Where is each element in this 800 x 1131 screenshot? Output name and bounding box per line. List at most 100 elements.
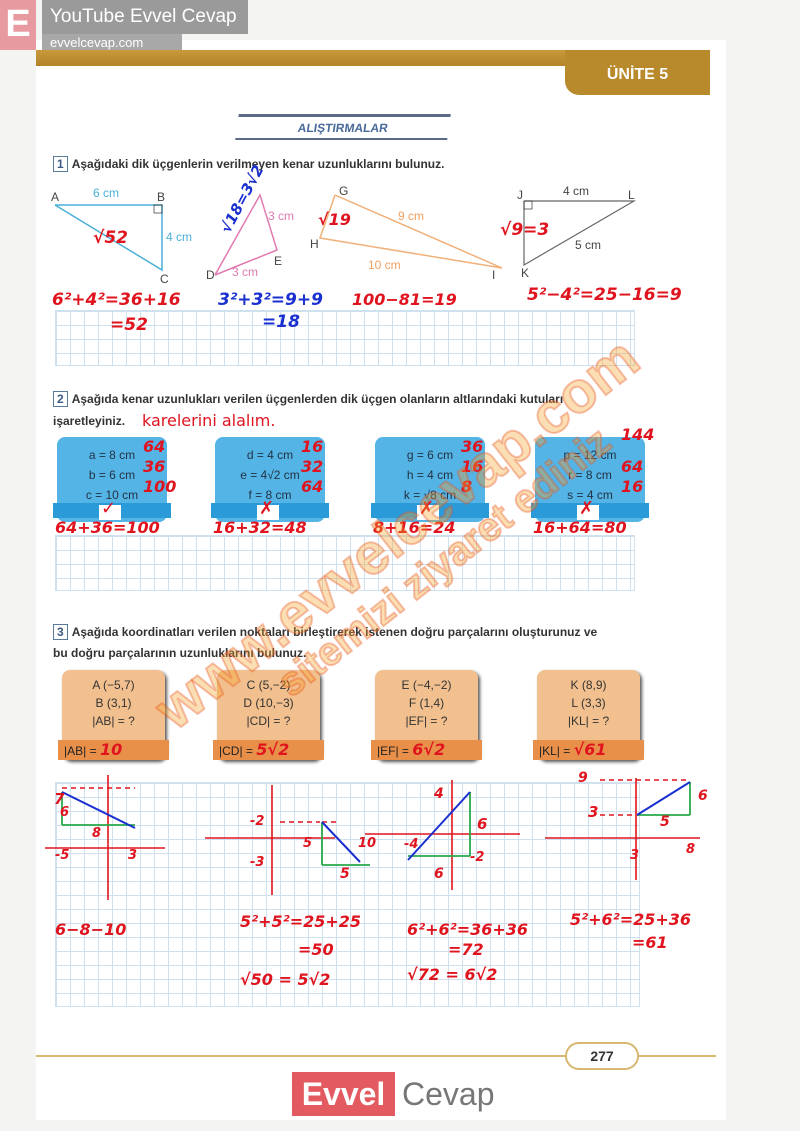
- coordinate-line: B (3,1): [95, 696, 132, 710]
- handwritten-work: 16+64=80: [533, 518, 627, 537]
- checkbox[interactable]: [577, 505, 599, 520]
- axis-label: 3: [588, 803, 599, 821]
- handwritten-answer: √61: [573, 740, 607, 759]
- handwritten-work: =61: [632, 933, 668, 952]
- axis-label: -2: [250, 814, 265, 829]
- triangle-ghi: [318, 194, 503, 269]
- side-hi: 10 cm: [368, 258, 401, 272]
- question-text: Aşağıda koordinatları verilen noktaları …: [71, 625, 598, 639]
- handwritten-work: 6−8−10: [55, 920, 127, 939]
- handwritten-work: 5²+6²=25+36: [570, 910, 692, 929]
- coordinate-line: D (10,−3): [243, 696, 294, 710]
- coordinate-line: C (5,−2): [246, 678, 291, 692]
- question-text-cont: bu doğru parçalarının uzunluklarını bulu…: [53, 646, 307, 660]
- answer-label: |CD| =: [219, 744, 253, 758]
- answer-field[interactable]: |KL| = √61: [533, 740, 644, 760]
- handwritten-work: =72: [448, 940, 484, 959]
- handwritten-answer: √9=3: [500, 220, 550, 240]
- handwritten-answer: √19: [318, 210, 351, 229]
- vertex-b: B: [157, 190, 166, 204]
- side-length: h = 4 cm: [406, 468, 454, 482]
- coordinate-line: |CD| = ?: [246, 714, 291, 728]
- coordinates-box: A (−5,7)B (3,1)|AB| = ?|AB| = 10: [58, 670, 169, 760]
- side-length: k = √8 cm: [403, 488, 457, 502]
- vertex-a: A: [51, 190, 60, 204]
- answer-field[interactable]: |AB| = 10: [58, 740, 169, 760]
- answer-grid: [55, 310, 635, 366]
- logo-letter: E: [0, 0, 36, 50]
- handwritten-work: 16+32=48: [213, 518, 307, 537]
- checkbox[interactable]: [417, 505, 439, 520]
- coordinates-box: E (−4,−2)F (1,4)|EF| = ?|EF| = 6√2: [371, 670, 482, 760]
- axis-label: 8: [92, 826, 102, 841]
- side-length: f = 8 cm: [248, 488, 292, 502]
- triangle-jkl: [523, 200, 637, 267]
- answer-label: |EF| =: [377, 744, 409, 758]
- question-number: 2: [53, 391, 68, 407]
- handwritten-square: 8: [461, 477, 473, 496]
- axis-label: 5: [303, 836, 313, 851]
- axis-label: 5: [660, 814, 670, 830]
- axis-label: -5: [55, 848, 70, 863]
- side-length: c = 10 cm: [85, 488, 139, 502]
- answer-label: |KL| =: [539, 744, 571, 758]
- question-number: 1: [53, 156, 68, 172]
- side-kl: 5 cm: [575, 238, 602, 252]
- coordinate-grid: [55, 782, 640, 1007]
- vertex-k: K: [521, 266, 530, 280]
- axis-label: 6: [477, 815, 488, 833]
- page-number: 277: [565, 1042, 639, 1070]
- side-ef: 3 cm: [268, 209, 295, 223]
- triangles-figure: [54, 193, 503, 276]
- answer-field[interactable]: |CD| = 5√2: [213, 740, 324, 760]
- side-length: e = 4√2 cm: [240, 468, 300, 482]
- checkbox[interactable]: [99, 505, 121, 520]
- axis-label: 9: [578, 770, 588, 786]
- handwritten-work: 3²+3²=9+9: [218, 290, 323, 310]
- handwritten-work: =52: [110, 315, 148, 335]
- side-jl: 4 cm: [563, 184, 590, 198]
- section-title: ALIŞTIRMALAR: [235, 114, 451, 140]
- handwritten-answer: 6√2: [412, 740, 446, 759]
- side-length: b = 6 cm: [88, 468, 136, 482]
- check-mark: ✗: [419, 498, 435, 519]
- handwritten-work: 5²+5²=25+25: [240, 912, 362, 931]
- header-band: [36, 50, 710, 66]
- triangle-abc: [54, 204, 163, 272]
- coordinate-line: |AB| = ?: [92, 714, 135, 728]
- unit-tab: ÜNİTE 5: [565, 50, 710, 95]
- axis-label: -2: [470, 850, 485, 865]
- coordinates-box: C (5,−2) D (10,−3) |CD| = ? |CD| = 5√2: [213, 670, 324, 760]
- coordinate-line: |KL| = ?: [567, 714, 610, 728]
- handwritten-square: 16: [301, 437, 324, 456]
- question-number: 3: [53, 624, 68, 640]
- coordinate-line: E (−4,−2): [401, 678, 452, 692]
- handwritten-square: 64: [621, 457, 644, 476]
- axis-label: 6: [698, 788, 708, 804]
- axis-label: 6: [434, 866, 444, 882]
- coordinate-sketches: [45, 775, 700, 900]
- vertex-i: I: [492, 268, 496, 282]
- question-text: Aşağıdaki dik üçgenlerin verilmeyen kena…: [71, 157, 445, 171]
- handwritten-square: 16: [621, 477, 644, 496]
- axis-label: 6: [60, 805, 70, 820]
- handwritten-square: 64: [301, 477, 324, 496]
- answer-label: |AB| =: [64, 744, 97, 758]
- axis-label: -4: [404, 837, 419, 852]
- handwritten-square: 36: [143, 457, 166, 476]
- vertex-c: C: [160, 272, 169, 286]
- handwritten-work: =50: [298, 940, 334, 959]
- handwritten-answer: 10: [99, 740, 123, 759]
- checkbox[interactable]: [257, 505, 279, 520]
- coordinate-line: |EF| = ?: [405, 714, 448, 728]
- side-gi: 9 cm: [398, 209, 425, 223]
- side-length: r = 8 cm: [568, 468, 612, 482]
- triangle-def: [214, 193, 278, 276]
- answer-field[interactable]: |EF| = 6√2: [371, 740, 482, 760]
- check-mark: ✗: [259, 498, 275, 519]
- axis-label: 5: [340, 866, 350, 882]
